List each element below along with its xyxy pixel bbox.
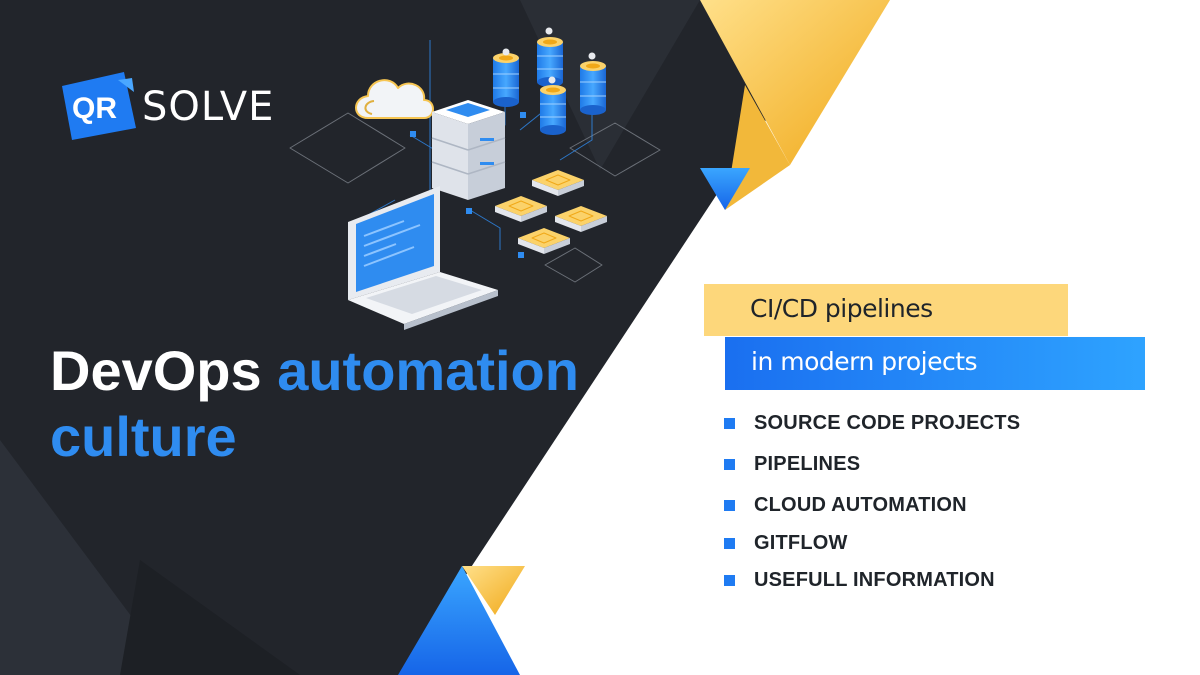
list-item-label: CLOUD AUTOMATION <box>754 494 967 516</box>
title-word-automation: automation <box>277 339 579 402</box>
list-item: PIPELINES <box>724 453 860 476</box>
title-word-culture: culture <box>50 405 237 468</box>
list-item: SOURCE CODE PROJECTS <box>724 412 1020 435</box>
database-icon <box>493 27 606 135</box>
company-logo: QR SOLVE <box>62 72 274 140</box>
list-item-label: PIPELINES <box>754 453 861 475</box>
square-bullet-icon <box>724 575 735 586</box>
list-item-label: SOURCE CODE PROJECTS <box>754 412 1021 434</box>
gold-triangle-bottom <box>462 566 525 615</box>
cloud-icon <box>355 79 434 119</box>
tag-primary: CI/CD pipelines <box>704 284 1068 336</box>
list-item-label: USEFULL INFORMATION <box>754 569 995 591</box>
page-title: DevOps automation culture <box>50 338 579 470</box>
list-item: CLOUD AUTOMATION <box>724 494 967 517</box>
square-bullet-icon <box>724 418 735 429</box>
chip-icon <box>495 170 607 254</box>
dark-panel <box>0 0 845 675</box>
logo-wordmark: SOLVE <box>142 84 275 130</box>
square-bullet-icon <box>724 538 735 549</box>
list-item-label: GITFLOW <box>754 532 848 554</box>
network-illustration <box>289 27 661 330</box>
list-item: GITFLOW <box>724 532 848 555</box>
logo-mark-text: QR <box>72 92 117 125</box>
qr-logo-icon: QR <box>62 72 136 140</box>
dark-facet-lower <box>120 560 300 675</box>
gold-triangle-top <box>700 0 890 165</box>
tag-secondary: in modern projects <box>725 337 1145 390</box>
blue-triangle-top <box>700 168 750 210</box>
square-bullet-icon <box>724 500 735 511</box>
list-item: USEFULL INFORMATION <box>724 569 995 592</box>
square-bullet-icon <box>724 459 735 470</box>
logo-mark: QR <box>62 72 136 140</box>
tag-primary-label: CI/CD pipelines <box>750 294 933 323</box>
tag-secondary-label: in modern projects <box>751 347 978 376</box>
dark-facet-mid <box>520 0 700 170</box>
laptop-icon <box>348 186 498 330</box>
server-icon <box>431 100 506 200</box>
blue-triangle-bottom <box>398 566 520 675</box>
title-word-devops: DevOps <box>50 339 262 402</box>
